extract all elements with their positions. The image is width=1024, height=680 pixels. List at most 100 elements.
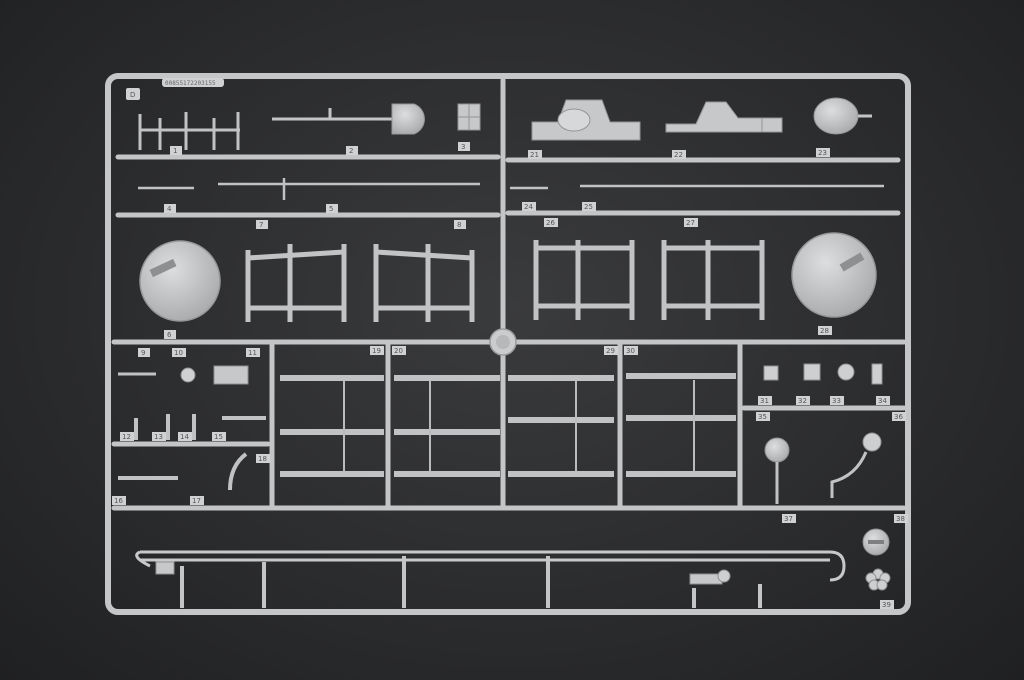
sprue-code-text: 00855172203155: [165, 80, 216, 87]
part-tag-2: 2: [346, 146, 358, 155]
part-periscopes: [118, 414, 266, 491]
part-tag-23: 23: [816, 148, 830, 157]
part-tag-14: 14: [178, 432, 192, 441]
part-tag-3: 3: [458, 142, 470, 151]
part-number-text: 28: [820, 327, 829, 335]
part-tag-26: 26: [544, 218, 558, 227]
part-number-text: 23: [818, 149, 827, 157]
part-number-text: 35: [758, 413, 767, 421]
part-tag-17: 17: [190, 496, 204, 505]
part-number-text: 26: [546, 219, 555, 227]
part-tag-29: 29: [604, 346, 618, 355]
part-tag-34: 34: [876, 396, 890, 405]
part-tag-33: 33: [830, 396, 844, 405]
part-number-text: 27: [686, 219, 695, 227]
sprue-hub: [489, 328, 517, 356]
part-tag-15: 15: [212, 432, 226, 441]
part-number-text: 18: [258, 455, 267, 463]
sprue-letter-text: D: [130, 91, 135, 99]
part-tag-36: 36: [892, 412, 906, 421]
part-tag-25: 25: [582, 202, 596, 211]
part-tag-30: 30: [624, 346, 638, 355]
part-number-text: 12: [122, 433, 131, 441]
part-number-text: 9: [141, 349, 145, 357]
part-number-text: 8: [457, 221, 461, 229]
part-rods: [138, 178, 884, 200]
part-number-text: 17: [192, 497, 201, 505]
sprue-letter-tag: D: [126, 88, 140, 100]
part-tag-22: 22: [672, 150, 686, 159]
part-number-text: 29: [606, 347, 615, 355]
part-small-fittings: [118, 365, 249, 385]
part-hatch-right: [791, 232, 877, 318]
part-number-text: 34: [878, 397, 887, 405]
part-tag-18: 18: [256, 454, 270, 463]
sprue-frame: [105, 73, 911, 615]
part-shovel: [272, 103, 425, 135]
part-tow-cable: [135, 550, 846, 582]
part-bracket-21: [531, 99, 641, 141]
part-number-text: 32: [798, 397, 807, 405]
part-tag-21: 21: [528, 150, 542, 159]
part-number-text: 30: [626, 347, 635, 355]
part-number-text: 4: [167, 205, 172, 213]
part-number-text: 7: [259, 221, 263, 229]
part-number-text: 15: [214, 433, 223, 441]
part-bracket-23: [813, 97, 872, 135]
part-tag-10: 10: [172, 348, 186, 357]
part-number-text: 37: [784, 515, 793, 523]
part-number-text: 39: [882, 601, 891, 609]
part-rosette: [865, 568, 891, 591]
part-tag-28: 28: [818, 326, 832, 335]
part-tag-38: 38: [894, 514, 908, 523]
part-bracket-22: [665, 101, 783, 133]
part-number-tags: 1 2 3 4 5 6 7 8 9 10 11 12 13 14 15 16 1…: [112, 142, 908, 609]
part-number-text: 38: [896, 515, 905, 523]
part-tag-5: 5: [326, 204, 338, 213]
part-number-text: 33: [832, 397, 841, 405]
part-tag-7: 7: [256, 220, 268, 229]
part-number-text: 11: [248, 349, 257, 357]
part-number-text: 2: [349, 147, 353, 155]
part-number-text: 5: [329, 205, 333, 213]
part-tag-8: 8: [454, 220, 466, 229]
part-tag-6: 6: [164, 330, 176, 339]
part-tag-37: 37: [782, 514, 796, 523]
part-number-text: 24: [524, 203, 533, 211]
part-tag-32: 32: [796, 396, 810, 405]
part-tag-20: 20: [392, 346, 406, 355]
part-right-fittings: [763, 363, 883, 504]
part-tag-31: 31: [758, 396, 772, 405]
part-number-text: 19: [372, 347, 381, 355]
part-number-text: 36: [894, 413, 903, 421]
part-number-text: 14: [180, 433, 189, 441]
part-small-box: [457, 103, 481, 131]
part-tag-13: 13: [152, 432, 166, 441]
part-number-text: 10: [174, 349, 183, 357]
part-railing: [138, 112, 240, 150]
part-cable-ends: [155, 561, 731, 585]
sprue-code-tag: 00855172203155: [162, 78, 224, 87]
part-track-links: [280, 373, 736, 477]
part-number-text: 22: [674, 151, 683, 159]
part-number-text: 1: [173, 147, 177, 155]
part-tag-19: 19: [370, 346, 384, 355]
part-tag-1: 1: [170, 146, 182, 155]
part-number-text: 6: [167, 331, 172, 339]
part-number-text: 13: [154, 433, 163, 441]
part-number-text: 16: [114, 497, 123, 505]
part-hatch-left: [139, 240, 221, 322]
part-number-text: 21: [530, 151, 539, 159]
part-ladders: [245, 240, 765, 322]
part-tag-27: 27: [684, 218, 698, 227]
part-tag-16: 16: [112, 496, 126, 505]
part-number-text: 20: [394, 347, 403, 355]
part-gauge: [862, 528, 890, 556]
part-track-link-vertical: [343, 380, 695, 472]
part-tag-35: 35: [756, 412, 770, 421]
part-tag-4: 4: [164, 204, 176, 213]
part-tag-39: 39: [880, 600, 894, 609]
part-tag-11: 11: [246, 348, 260, 357]
part-tag-9: 9: [138, 348, 150, 357]
